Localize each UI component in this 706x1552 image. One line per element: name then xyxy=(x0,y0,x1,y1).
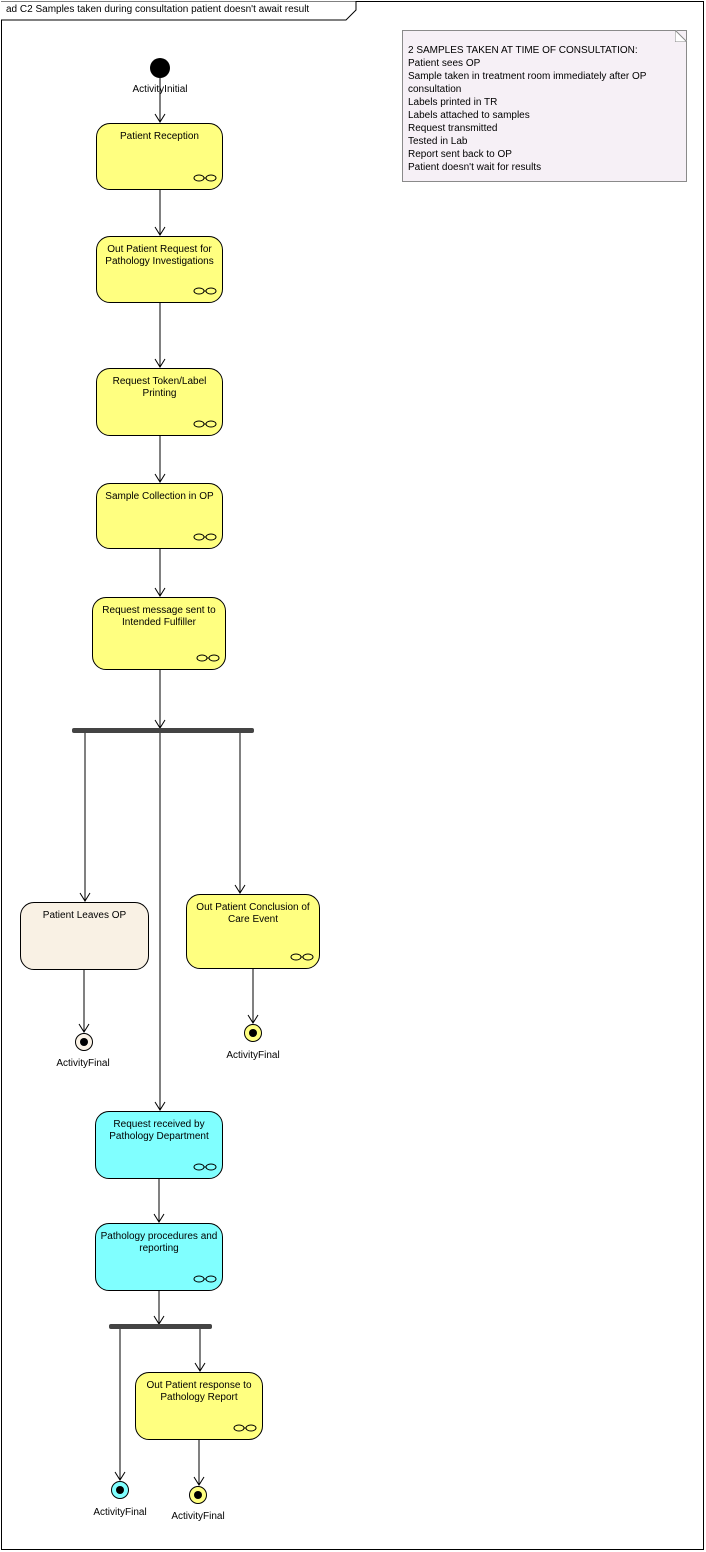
action-label: Patient Leaves OP xyxy=(42,910,127,921)
activity-final-node[interactable] xyxy=(111,1481,129,1499)
title-tab-shape xyxy=(1,1,357,21)
activity-final-label: ActivityFinal xyxy=(171,1511,225,1522)
action-conclusion[interactable]: Out Patient Conclusion of Care Event xyxy=(186,894,320,969)
note-line: Sample taken in treatment room immediate… xyxy=(408,71,647,82)
activity-final-node[interactable] xyxy=(189,1486,207,1504)
folded-corner-icon xyxy=(675,30,687,42)
action-label: Patient Reception xyxy=(120,131,199,142)
rake-icon xyxy=(193,174,217,182)
rake-icon xyxy=(193,533,217,541)
action-patient-reception[interactable]: Patient Reception xyxy=(96,123,223,190)
activity-initial-node[interactable] xyxy=(150,58,170,78)
action-op-response[interactable]: Out Patient response to Pathology Report xyxy=(135,1372,263,1440)
action-label: Out Patient Request for Pathology Invest… xyxy=(105,244,214,267)
activity-initial-label: ActivityInitial xyxy=(132,84,188,95)
note-line: consultation xyxy=(408,84,462,95)
action-op-request[interactable]: Out Patient Request for Pathology Invest… xyxy=(96,236,223,303)
activity-final-label: ActivityFinal xyxy=(56,1058,110,1069)
action-label: Out Patient response to Pathology Report xyxy=(146,1380,252,1403)
activity-final-node[interactable] xyxy=(244,1024,262,1042)
action-sample-collection[interactable]: Sample Collection in OP xyxy=(96,483,223,549)
action-label: Sample Collection in OP xyxy=(105,491,214,502)
note-line: Patient sees OP xyxy=(408,58,481,69)
note-line: Tested in Lab xyxy=(408,136,468,147)
note-line: Patient doesn't wait for results xyxy=(408,162,542,173)
note-line: 2 SAMPLES TAKEN AT TIME OF CONSULTATION: xyxy=(408,45,638,56)
fork-bar xyxy=(109,1324,212,1329)
action-request-message[interactable]: Request message sent to Intended Fulfill… xyxy=(92,597,226,670)
activity-final-label: ActivityFinal xyxy=(93,1507,147,1518)
action-patient-leaves[interactable]: Patient Leaves OP xyxy=(20,902,149,970)
rake-icon xyxy=(290,953,314,961)
action-label: Pathology procedures and reporting xyxy=(100,1231,218,1254)
note-line: Labels attached to samples xyxy=(408,110,530,121)
activity-final-label: ActivityFinal xyxy=(226,1050,280,1061)
rake-icon xyxy=(233,1424,257,1432)
action-token-printing[interactable]: Request Token/Label Printing xyxy=(96,368,223,436)
diagram-title: ad C2 Samples taken during consultation … xyxy=(6,4,310,15)
note-box[interactable]: 2 SAMPLES TAKEN AT TIME OF CONSULTATION:… xyxy=(402,30,687,182)
action-label: Out Patient Conclusion of Care Event xyxy=(196,902,310,925)
action-label: Request Token/Label Printing xyxy=(112,376,207,399)
rake-icon xyxy=(193,420,217,428)
note-line: Labels printed in TR xyxy=(408,97,498,108)
rake-icon xyxy=(193,1275,217,1283)
action-label: Request received by Pathology Department xyxy=(109,1119,209,1142)
rake-icon xyxy=(193,287,217,295)
action-pathology-procedures[interactable]: Pathology procedures and reporting xyxy=(95,1223,223,1291)
action-label: Request message sent to Intended Fulfill… xyxy=(102,605,216,628)
action-request-received[interactable]: Request received by Pathology Department xyxy=(95,1111,223,1179)
rake-icon xyxy=(193,1163,217,1171)
fork-bar xyxy=(72,728,254,733)
note-line: Report sent back to OP xyxy=(408,149,512,160)
rake-icon xyxy=(196,654,220,662)
note-line: Request transmitted xyxy=(408,123,498,134)
activity-final-node[interactable] xyxy=(75,1033,93,1051)
